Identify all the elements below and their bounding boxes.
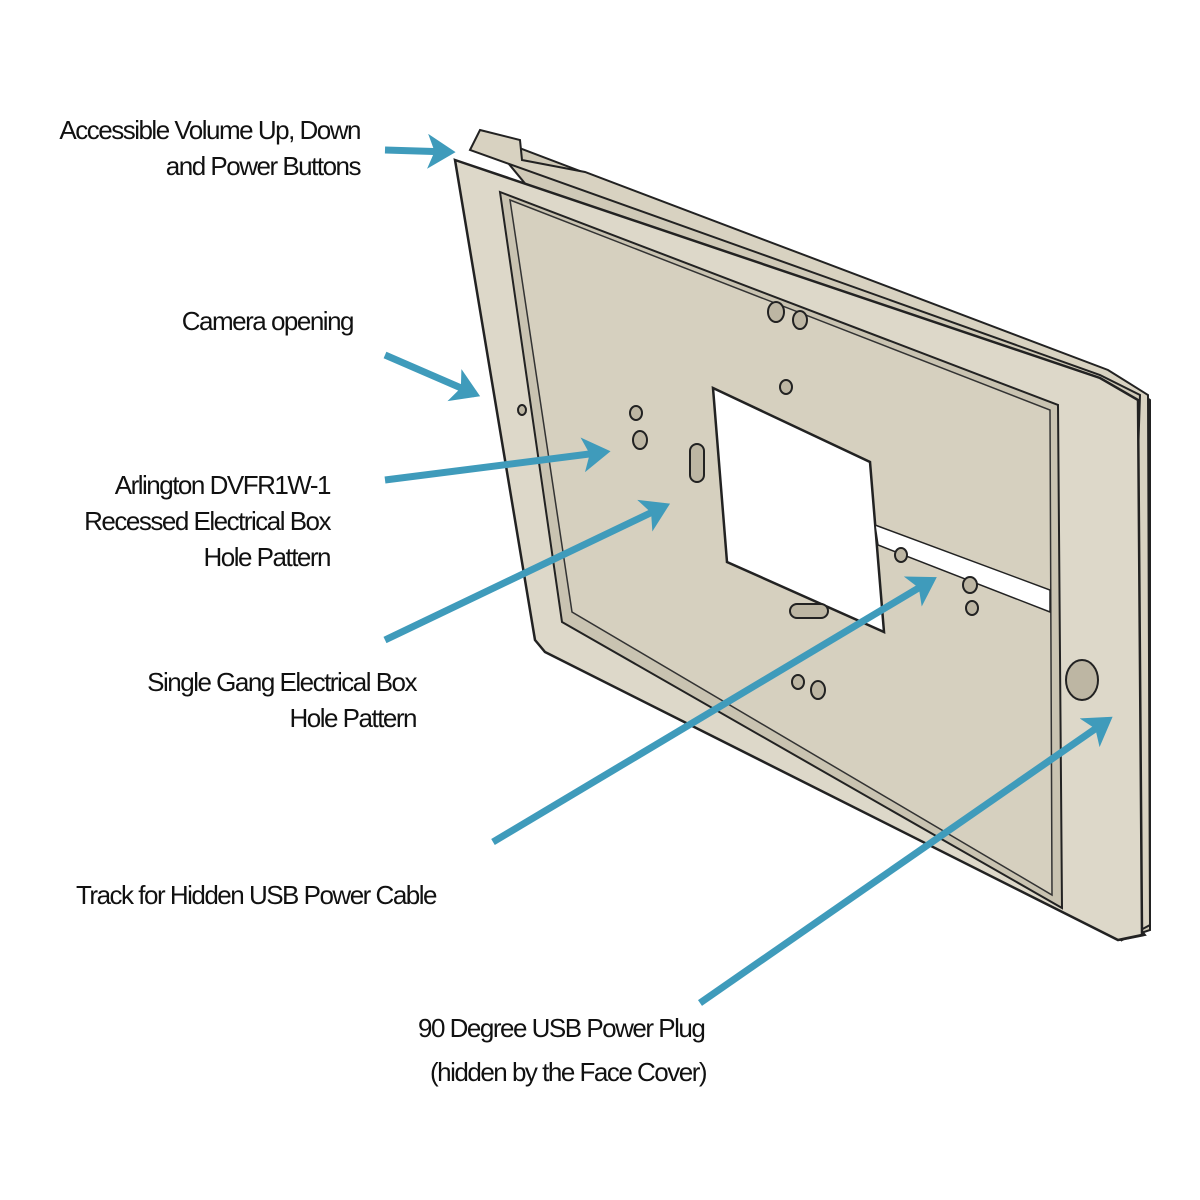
arrow-camera [383,351,481,402]
mount-plate [453,128,1152,942]
label-arlington: Arlington DVFR1W-1 Recessed Electrical B… [84,467,332,575]
label-line: Recessed Electrical Box [84,506,331,536]
label-line: Single Gang Electrical Box [147,667,417,697]
label-track: Track for Hidden USB Power Cable [76,880,437,910]
arrow-single-gang [383,499,671,644]
arrow-track [491,576,937,846]
label-camera: Camera opening [181,306,355,336]
arrow-usb-plug [698,716,1113,1006]
label-line: (hidden by the Face Cover) [430,1057,708,1087]
label-single-gang: Single Gang Electrical Box Hole Pattern [147,664,417,736]
arrow-arlington [384,437,611,484]
arrow-buttons [384,133,456,169]
label-line: and Power Buttons [165,151,362,181]
mounting-holes [517,301,1099,701]
label-line: Arlington DVFR1W-1 [114,470,332,500]
cable-track [874,523,1051,614]
label-usb-plug: 90 Degree USB Power Plug (hidden by the … [418,1006,708,1094]
label-buttons: Accessible Volume Up, Down and Power But… [59,112,362,184]
label-line: 90 Degree USB Power Plug [418,1013,706,1043]
label-line: Hole Pattern [289,703,417,733]
label-line: Accessible Volume Up, Down [59,115,361,145]
label-line: Hole Pattern [203,542,331,572]
